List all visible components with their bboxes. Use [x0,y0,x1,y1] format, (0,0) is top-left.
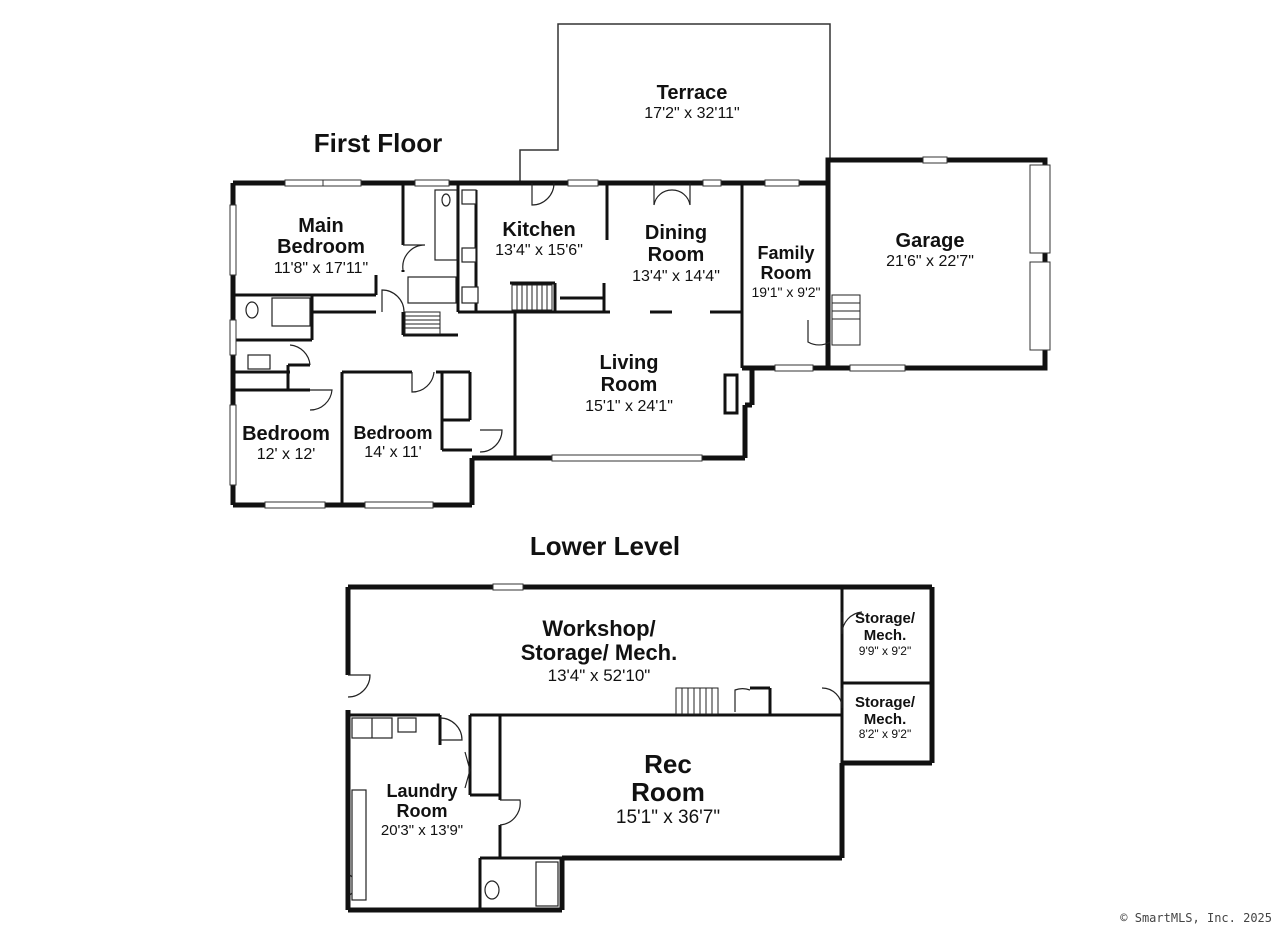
room-rec-room: Rec Room 15'1" x 36'7" [616,749,720,828]
room-name: Terrace [657,82,728,104]
lower-fixtures [351,717,559,907]
cabinet-icon [461,286,479,304]
room-name: Storage/ Mech. [521,640,677,665]
room-dims: 17'2" x 32'11" [644,105,739,122]
room-name: Room [397,801,448,821]
room-name: Storage/ [855,694,916,711]
doors [289,182,831,453]
lower-level-plan: Lower Level [345,531,935,913]
lower-windows [492,583,524,591]
counter-icon [351,789,367,901]
vanity-icon [434,189,458,261]
room-bedroom-2: Bedroom 14' x 11' [353,423,432,461]
room-dims: 15'1" x 24'1" [585,398,673,415]
room-name: Bedroom [353,423,432,443]
room-dims: 13'4" x 52'10" [548,666,651,685]
room-name: Room [631,777,705,807]
lower-stairs [675,687,719,715]
first-floor-plan: First Floor Terrace 17'2" x 32'11" Main … [229,23,1051,509]
room-dining-room: Dining Room 13'4" x 14'4" [632,222,720,285]
terrace-outline [519,23,831,182]
copyright-notice: © SmartMLS, Inc. 2025 [1120,911,1272,925]
sink-icon [461,189,477,205]
range-icon [461,247,477,263]
fixtures [245,189,479,370]
room-name: Bedroom [242,423,330,445]
room-name: Room [601,374,658,396]
windows [229,156,1051,509]
room-name: Garage [896,230,965,252]
tub-icon [271,297,311,327]
room-name: Rec [644,749,692,779]
room-storage-1: Storage/ Mech. 9'9" x 9'2" [855,610,916,658]
room-name: Main [298,215,344,237]
sink-icon [397,717,417,733]
toilet-icon [441,193,451,207]
room-bedroom-1: Bedroom 12' x 12' [242,423,330,463]
room-name: Mech. [864,627,907,644]
lower-exterior-walls [345,584,935,913]
room-dims: 21'6" x 22'7" [886,253,974,270]
room-dims: 12' x 12' [257,446,316,463]
room-name: Room [761,263,812,283]
room-dims: 11'8" x 17'11" [274,260,368,277]
room-name: Storage/ [855,610,916,627]
room-dims: 13'4" x 14'4" [632,268,720,285]
lower-doors [347,611,863,896]
room-name: Workshop/ [542,616,655,641]
room-name: Bedroom [277,236,365,258]
room-dims: 9'9" x 9'2" [859,644,911,658]
toilet-icon [484,880,500,900]
room-family-room: Family Room 19'1" x 9'2" [752,243,821,300]
room-terrace: Terrace 17'2" x 32'11" [644,82,739,122]
room-dims: 14' x 11' [364,444,421,461]
room-dims: 20'3" x 13'9" [381,822,463,839]
sink-icon [247,354,271,370]
room-dims: 19'1" x 9'2" [752,284,821,300]
room-garage: Garage 21'6" x 22'7" [886,230,974,270]
room-main-bedroom: Main Bedroom 11'8" x 17'11" [274,215,368,277]
room-workshop: Workshop/ Storage/ Mech. 13'4" x 52'10" [521,616,677,685]
room-name: Kitchen [502,219,575,241]
room-name: Dining [645,222,707,244]
stairs [404,284,861,346]
room-kitchen: Kitchen 13'4" x 15'6" [495,219,583,259]
toilet-icon [245,301,259,319]
lower-level-title: Lower Level [530,531,680,561]
room-name: Laundry [386,781,457,801]
room-dims: 13'4" x 15'6" [495,242,583,259]
room-living-room: Living Room 15'1" x 24'1" [585,352,673,415]
room-dims: 8'2" x 9'2" [859,727,911,741]
room-name: Family [757,243,814,263]
first-floor-title: First Floor [314,128,443,158]
room-dims: 15'1" x 36'7" [616,807,720,828]
room-name: Room [648,244,705,266]
room-name: Mech. [864,711,907,728]
room-storage-2: Storage/ Mech. 8'2" x 9'2" [855,694,916,741]
room-name: Living [600,352,659,374]
shower-icon [407,276,457,304]
room-laundry-room: Laundry Room 20'3" x 13'9" [381,781,463,839]
interior-walls [233,183,744,505]
shower-icon [535,861,559,907]
